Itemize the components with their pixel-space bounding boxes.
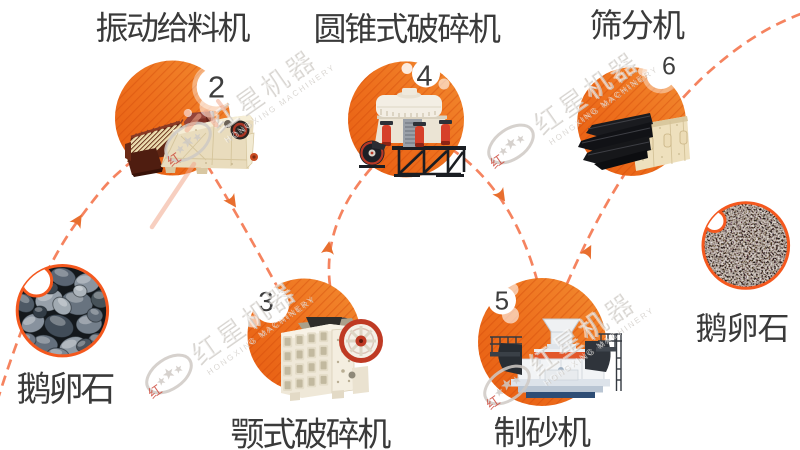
svg-text:2: 2: [208, 70, 225, 105]
svg-text:5: 5: [495, 286, 509, 316]
svg-text:4: 4: [416, 61, 432, 93]
svg-text:6: 6: [662, 53, 676, 81]
